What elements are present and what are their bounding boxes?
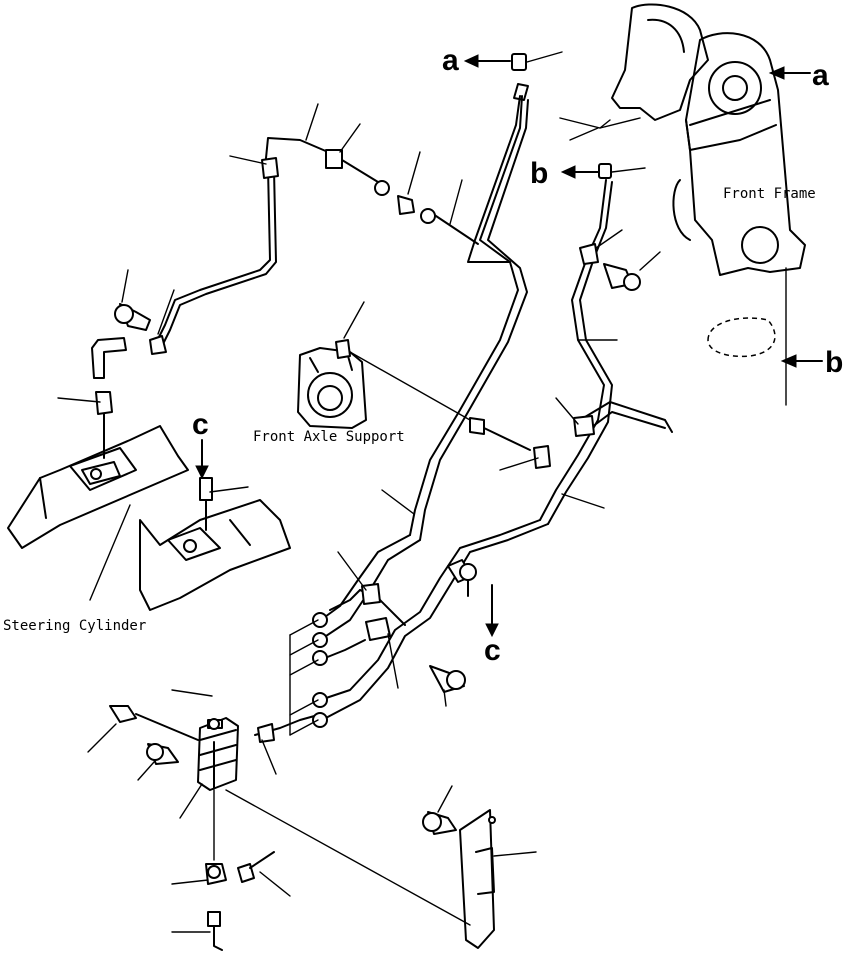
svg-text:a: a <box>812 59 829 92</box>
ref-b-right: b <box>780 346 843 379</box>
ref-b-left: b <box>530 157 599 190</box>
steering-cylinder-drawing: Steering Cylinder <box>3 425 291 634</box>
clamps-and-bolts <box>91 149 641 693</box>
svg-text:c: c <box>192 408 209 441</box>
steering-cylinder-label: Steering Cylinder <box>3 618 146 634</box>
ref-a-left: a <box>442 44 511 77</box>
elbow-fitting-b <box>598 163 612 179</box>
ref-c-bottom: c <box>484 584 501 667</box>
svg-text:b: b <box>530 157 548 190</box>
front-axle-support-drawing: Front Axle Support <box>253 339 471 445</box>
svg-text:b: b <box>825 346 843 379</box>
svg-text:a: a <box>442 44 459 77</box>
svg-text:c: c <box>484 634 501 667</box>
front-axle-support-label: Front Axle Support <box>253 429 405 445</box>
front-frame-label: Front Frame <box>723 186 816 202</box>
elbow-fitting-a <box>511 53 527 71</box>
tube-assemblies <box>154 95 673 736</box>
valve-block <box>109 705 471 951</box>
ref-a-right: a <box>768 59 829 92</box>
front-frame-drawing: Front Frame <box>559 3 816 406</box>
leader-lines <box>57 103 661 933</box>
ref-c-top: c <box>192 408 209 480</box>
nut-fitting <box>513 83 529 101</box>
bracket <box>422 809 496 949</box>
hose-fittings <box>257 612 328 743</box>
